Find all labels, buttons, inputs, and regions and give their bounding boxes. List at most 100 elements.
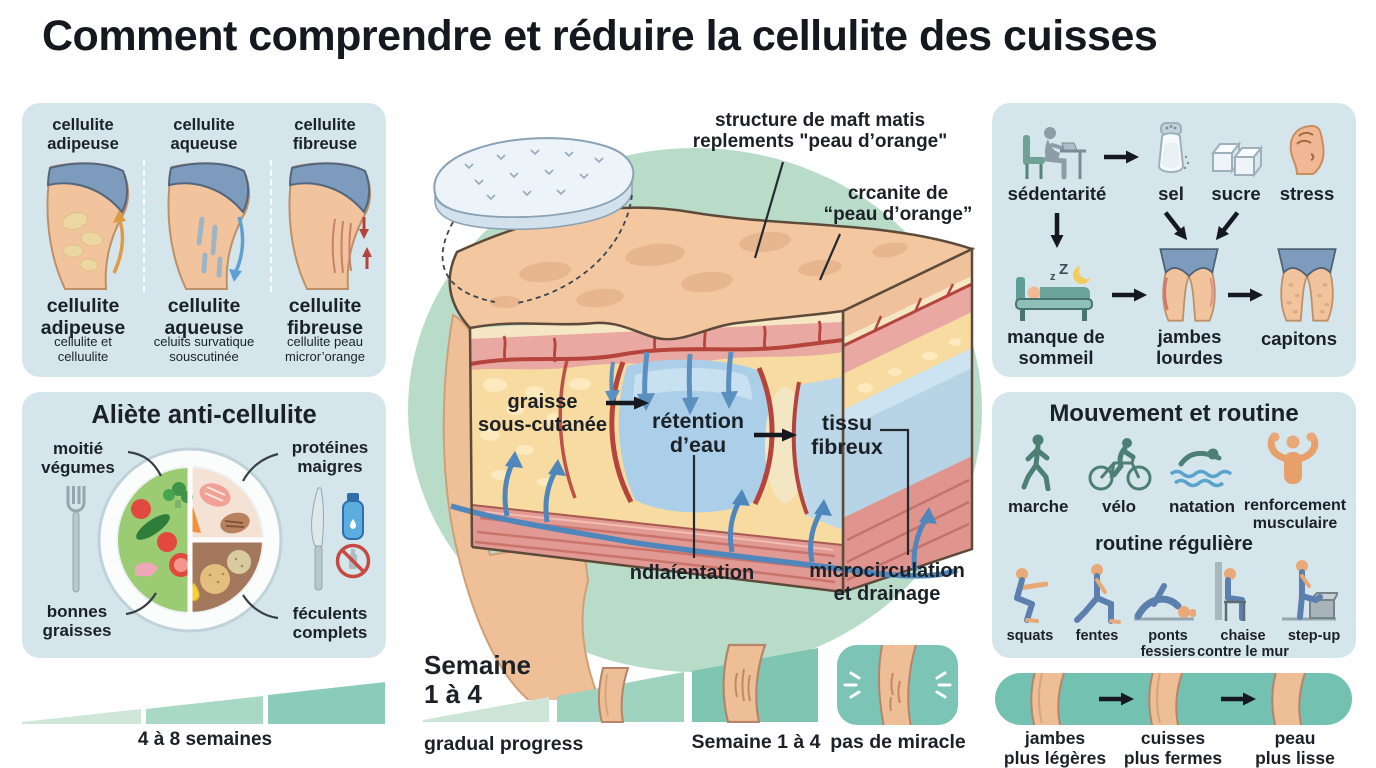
heavy-legs-icon [1159, 248, 1219, 322]
type-caption: cellulite et celluulite [54, 334, 112, 364]
activity-label-walk: marche [1008, 497, 1069, 516]
leg-sparkle-icon [843, 645, 952, 725]
no-alcohol-icon [335, 543, 371, 579]
arrow-right-icon [1104, 150, 1139, 164]
thigh-adipose-icon [46, 162, 129, 290]
arrow-right-icon [1228, 288, 1263, 302]
type-label-top: cellulite fibreuse [292, 116, 358, 153]
arrow-right-icon [754, 428, 797, 442]
cause-label-salt: sel [1158, 183, 1184, 204]
cause-label-sleep: manque de sommeil [1007, 326, 1105, 368]
panel-cellulite-types: cellulite adipeuse cellulite adipeuse ce… [22, 103, 386, 377]
cause-label-stress: stress [1279, 183, 1335, 204]
salt-shaker-icon [1157, 122, 1190, 173]
type-caption: cellulite peau micror’orange [285, 334, 365, 364]
fork-icon [66, 486, 86, 593]
progress-ramp-middle [423, 643, 818, 723]
wall-sit-icon [1215, 562, 1246, 621]
mattress-icon [433, 137, 635, 230]
arrow-down-icon [1163, 211, 1188, 241]
miracle-label: pas de miracle [830, 731, 966, 753]
svg-text:z: z [1050, 271, 1056, 283]
label-bottom-left: ndlaíentation [629, 562, 755, 584]
swimming-icon [1169, 448, 1233, 488]
annotation-orange-peel: crcanite de “peau d’orange” [823, 183, 973, 226]
label-subcutaneous-fat: graisse sous-cutanée [478, 391, 607, 436]
sleep-bed-icon: z Z [1015, 261, 1095, 321]
diet-label-proteins: protéines maigres [291, 438, 369, 477]
exercise-label-bridges: ponts fessiers [1140, 628, 1196, 661]
sugar-cubes-icon [1210, 141, 1264, 178]
result-label-lighter-legs: jambes plus légères [1003, 728, 1107, 768]
leg-large-icon [722, 643, 767, 723]
panel-movement: Mouvement et routine [992, 392, 1356, 661]
no-miracle-tile [837, 645, 958, 725]
type-label-top: cellulite aqueuse [170, 116, 238, 153]
type-label-bottom: cellulite adipeuse [40, 295, 126, 340]
activity-label-strength: renforcement musculaire [1243, 497, 1347, 533]
dashed-divider [143, 160, 145, 292]
walking-icon [1021, 434, 1051, 491]
type-caption: celuits survatique souscutinée [153, 334, 255, 364]
label-microcirculation: microcirculation et drainage [809, 560, 965, 605]
skin-cross-section-diagram [408, 137, 982, 700]
cycling-icon [1088, 438, 1152, 491]
cause-label-dimples: capitons [1260, 328, 1338, 349]
label-water-retention: rétention d’eau [652, 409, 744, 458]
diet-label-vegetables: moitié végumes [41, 439, 115, 478]
movement-subtitle: routine régulière [1095, 533, 1253, 555]
week-header: Semaine 1 à 4 [424, 650, 531, 709]
thigh-fibrous-icon [288, 162, 372, 290]
water-bottle-icon [342, 493, 364, 540]
exercise-label-squats: squats [1006, 628, 1054, 644]
type-label-top: cellulite adipeuse [47, 116, 119, 153]
person-desk-icon [1023, 127, 1086, 180]
exercise-label-wallsit: chaise contre le mur [1197, 628, 1289, 661]
knife-icon [311, 487, 324, 591]
thigh-aqueous-icon [167, 162, 250, 290]
label-fibrous-tissue: tissu fibreux [811, 411, 883, 460]
panel-diet: Aliète anti-cellulite [22, 392, 386, 658]
diet-label-starches: féculents complets [292, 604, 368, 643]
diet-connector-lines [125, 450, 279, 620]
arrow-right-icon [1099, 692, 1256, 706]
plate-icon [97, 447, 283, 633]
lunge-icon [1074, 564, 1121, 624]
stressed-head-icon [1289, 124, 1325, 175]
diet-label-fats: bonnes graisses [42, 602, 112, 641]
type-label-bottom: cellulite fibreuse [287, 295, 363, 340]
cause-label-heavy-legs: jambes lourdes [1156, 326, 1223, 368]
dashed-divider [270, 160, 272, 292]
result-label-smoother-skin: peau plus lisse [1255, 728, 1335, 768]
results-bar [995, 673, 1352, 725]
leg-icon [1148, 673, 1184, 725]
leg-small-icon [598, 667, 630, 723]
cause-label-sugar: sucre [1211, 183, 1261, 204]
progress-ramp-left [22, 682, 385, 724]
exercise-label-lunges: fentes [1075, 628, 1119, 644]
muscle-icon [1267, 432, 1319, 484]
activity-label-bike: vélo [1101, 497, 1137, 516]
annotation-mattress-structure: structure de maft matis replements "peau… [692, 110, 948, 153]
diet-title: Aliète anti-cellulite [91, 401, 317, 429]
svg-text:Z: Z [1059, 261, 1068, 278]
dimpled-legs-icon [1277, 248, 1337, 322]
cause-label-sedentary: sédentarité [1007, 183, 1107, 204]
step-up-icon [1282, 560, 1338, 621]
page-title: Comment comprendre et réduire la celluli… [42, 12, 1158, 60]
movement-title: Mouvement et routine [1049, 400, 1299, 427]
leg-icon [1271, 673, 1307, 725]
arrow-down-icon [1215, 211, 1240, 241]
type-label-bottom: cellulite aqueuse [164, 295, 244, 340]
timeline-left-label: 4 à 8 semaines [137, 729, 273, 750]
exercise-label-stepup: step-up [1287, 628, 1341, 644]
activity-label-swim: natation [1168, 497, 1236, 516]
gradual-progress-label: gradual progress [424, 733, 584, 755]
result-label-firmer-thighs: cuisses plus fermes [1123, 728, 1223, 768]
squat-icon [1014, 568, 1049, 623]
arrow-right-icon [1112, 288, 1147, 302]
arrow-down-icon [1050, 213, 1064, 248]
week-label: Semaine 1 à 4 [691, 731, 821, 753]
glute-bridge-icon [1134, 583, 1196, 621]
